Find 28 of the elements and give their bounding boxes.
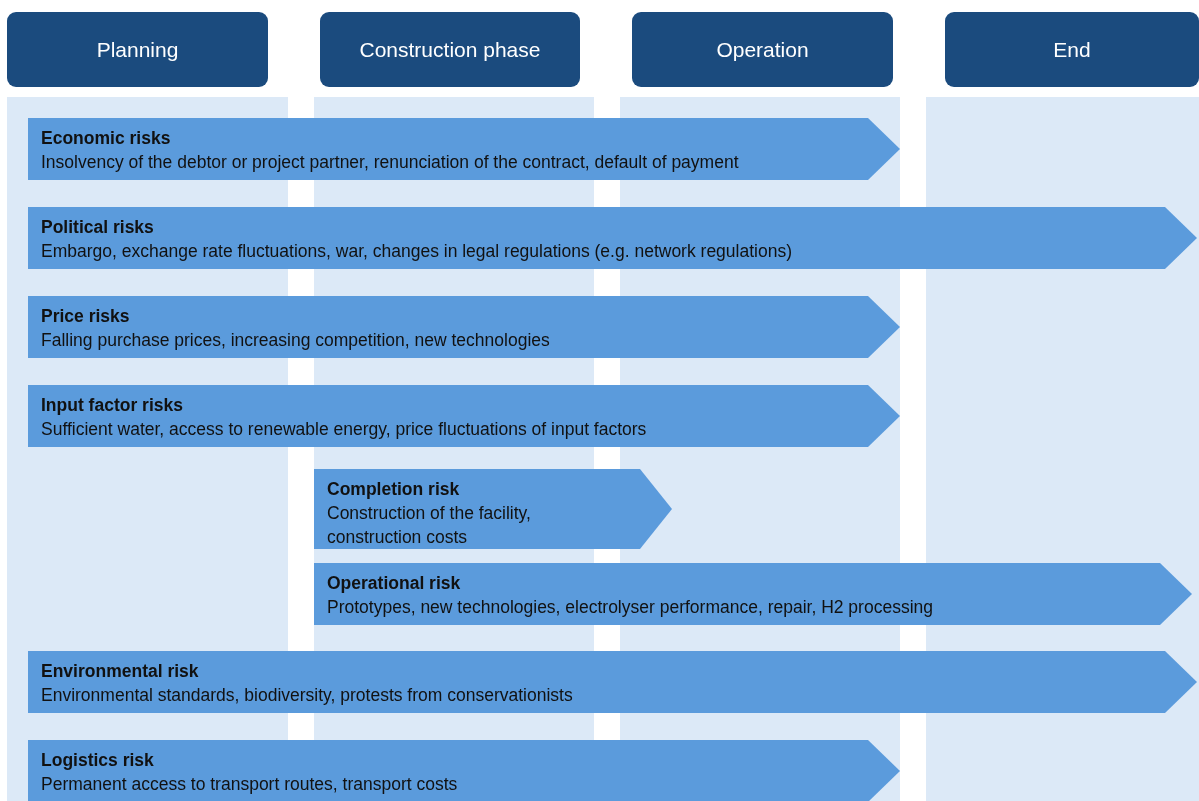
risk-chevron-banner xyxy=(28,296,900,358)
phase-header: Planning xyxy=(7,12,268,87)
risk-title: Operational risk xyxy=(327,572,461,595)
risk-description: Falling purchase prices, increasing competition, new technologies xyxy=(41,329,551,352)
phase-header: Construction phase xyxy=(320,12,580,87)
risk-chevron-banner xyxy=(28,651,1197,713)
risk-title: Environmental risk xyxy=(41,660,199,683)
risk-title: Completion risk xyxy=(327,478,460,501)
risk-description: Insolvency of the debtor or project partner, renunciation of the contract, default of payment xyxy=(41,151,740,174)
phase-header: Operation xyxy=(632,12,893,87)
risk-description: Sufficient water, access to renewable energy, price fluctuations of input factors xyxy=(41,418,648,441)
risk-title: Logistics risk xyxy=(41,749,154,772)
risk-chevron-banner xyxy=(314,469,672,549)
risk-chevron-banner xyxy=(28,385,900,447)
phase-header: End xyxy=(945,12,1199,87)
risk-chevron-banner xyxy=(28,740,900,801)
risk-title: Input factor risks xyxy=(41,394,183,417)
risk-description: Embargo, exchange rate fluctuations, war, changes in legal regulations (e.g. network regulations) xyxy=(41,240,793,263)
risk-title: Political risks xyxy=(41,216,154,239)
risk-description: Prototypes, new technologies, electrolyser performance, repair, H2 processing xyxy=(327,596,934,619)
risk-description: Permanent access to transport routes, transport costs xyxy=(41,773,459,796)
risk-chevron-banner xyxy=(28,207,1197,269)
risk-title: Economic risks xyxy=(41,127,171,150)
risk-chevron-banner xyxy=(314,563,1192,625)
risk-description: Construction of the facility, construction costs xyxy=(327,502,532,549)
risk-chevron-banner xyxy=(28,118,900,180)
risk-description: Environmental standards, biodiversity, protests from conservationists xyxy=(41,684,574,707)
risk-title: Price risks xyxy=(41,305,130,328)
